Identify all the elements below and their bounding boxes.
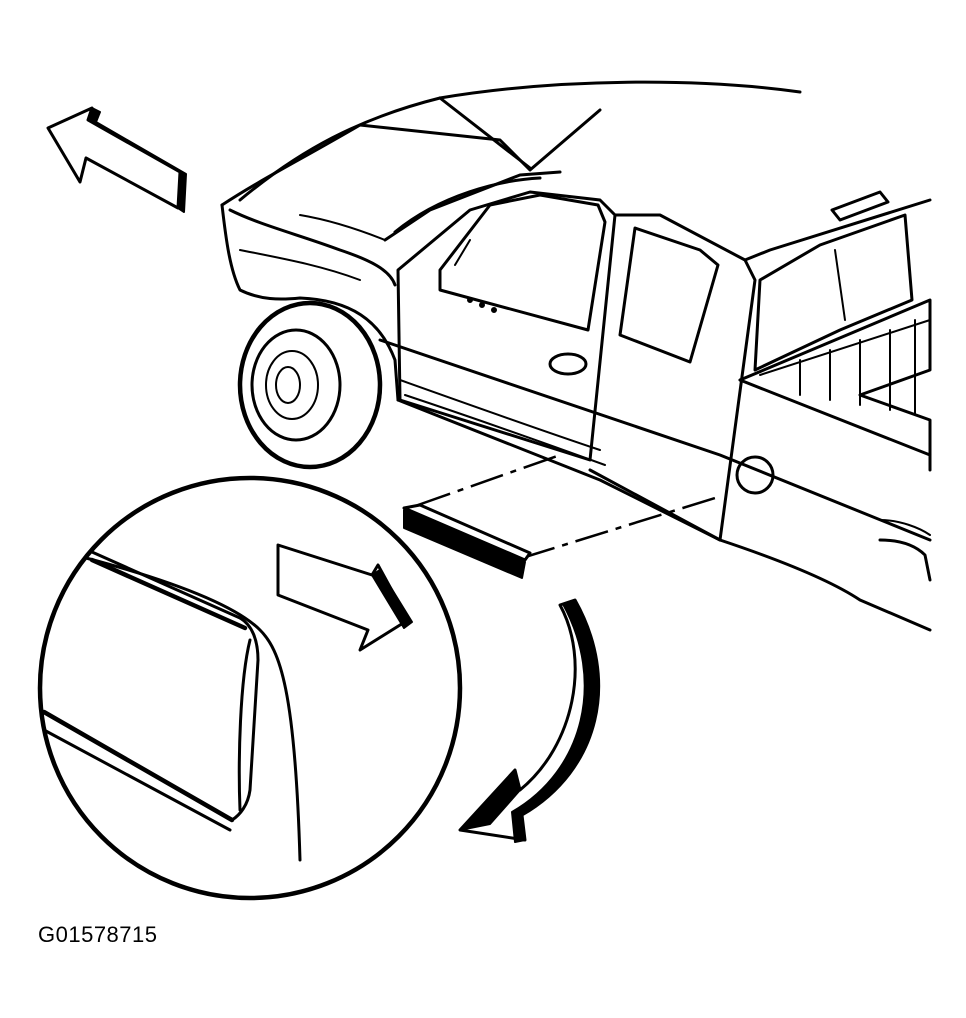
- windshield-pillar: [383, 170, 562, 242]
- bed-side: [718, 378, 932, 632]
- detail-molding-end: [230, 616, 260, 822]
- cab-back: [743, 198, 932, 262]
- door-handle: [548, 352, 588, 376]
- leader-line-lower: [521, 496, 716, 560]
- detail-lower-edge: [41, 709, 235, 823]
- front-door-window: [438, 193, 607, 332]
- rear-cab-window: [753, 213, 914, 372]
- molding-piece: [402, 453, 716, 579]
- front-fender: [220, 203, 400, 402]
- molding-strip: [402, 503, 532, 562]
- figure-id: G01578715: [38, 922, 158, 947]
- body-side-line: [378, 338, 932, 542]
- rear-door: [588, 213, 757, 542]
- front-door: [396, 190, 617, 462]
- forward-direction-arrow: [46, 106, 187, 213]
- pickup-truck: [220, 80, 932, 632]
- detail-circle: [37, 475, 463, 901]
- truck-roof: [238, 80, 802, 202]
- truck-bed: [738, 298, 932, 472]
- callout-arrow: [458, 598, 601, 843]
- rear-door-window: [618, 226, 720, 364]
- front-tire: [237, 300, 383, 470]
- truck-hood: [220, 108, 602, 207]
- leader-line-upper: [417, 453, 561, 507]
- front-rim: [250, 328, 342, 442]
- cab-marker-light: [830, 190, 890, 222]
- detail-view: [37, 475, 463, 901]
